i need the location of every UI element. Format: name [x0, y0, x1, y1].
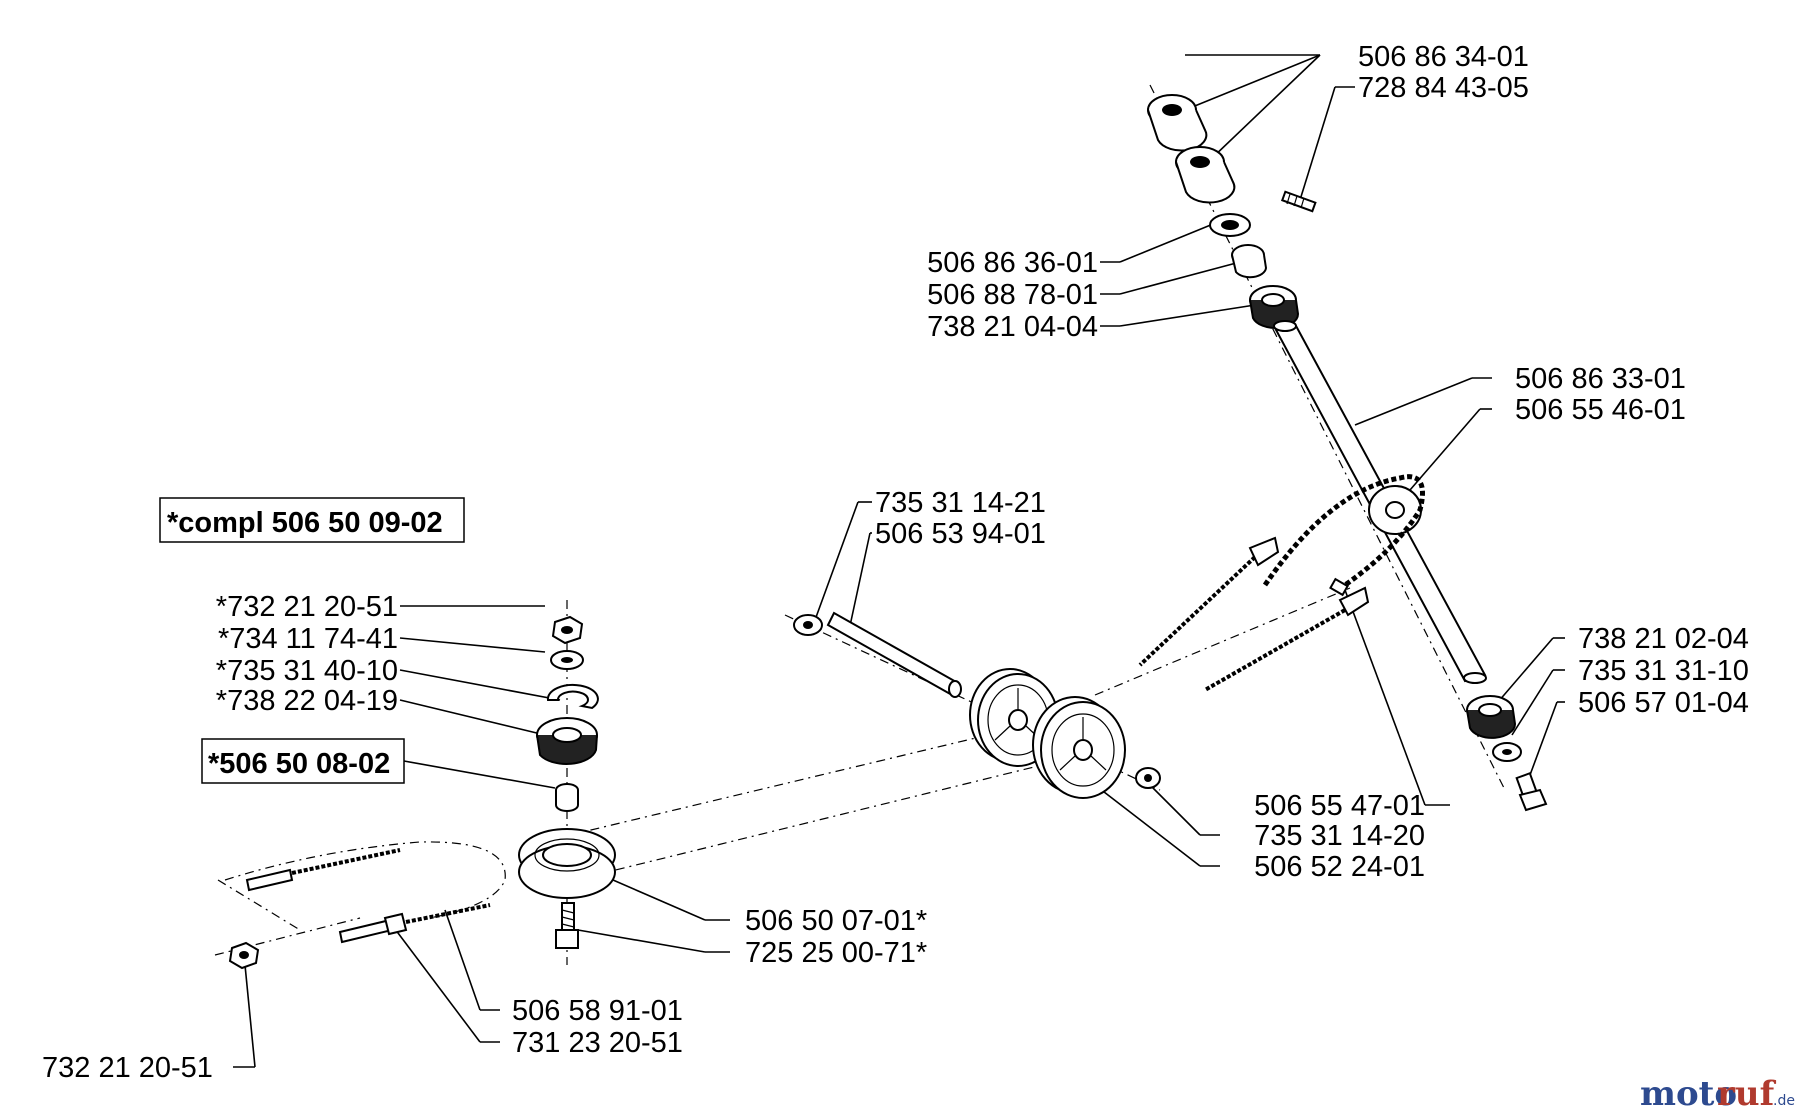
part-label: *738 22 04-19	[216, 685, 398, 717]
pulley-wheel-front	[1032, 696, 1126, 799]
part-label: 732 21 20-51	[42, 1052, 213, 1084]
bolt-left	[555, 902, 579, 949]
watermark-logo: moto ruf .de	[1640, 1074, 1795, 1114]
cable-upper	[1138, 536, 1280, 667]
part-label: 506 52 24-01	[1254, 851, 1425, 883]
complete-assembly-label: *compl 506 50 09-02	[167, 507, 443, 539]
top-collar-upper	[1147, 94, 1208, 152]
part-label: *732 21 20-51	[216, 591, 398, 623]
part-label: 506 55 46-01	[1515, 394, 1686, 426]
washer-left	[550, 650, 584, 670]
pulley-left	[518, 828, 616, 899]
watermark-suffix: .de	[1773, 1093, 1795, 1109]
kit-label: *506 50 08-02	[208, 748, 390, 780]
part-label: 735 31 31-10	[1578, 655, 1749, 687]
drive-chain	[1262, 474, 1425, 597]
part-label: 728 84 43-05	[1358, 72, 1529, 104]
cable-lower	[1204, 586, 1370, 692]
nut-top-left	[551, 615, 584, 645]
top-collar-lower	[1175, 146, 1236, 204]
part-label: 725 25 00-71*	[745, 937, 927, 969]
complete-assembly-box: *compl 506 50 09-02	[159, 497, 465, 543]
part-label: 735 31 14-20	[1254, 820, 1425, 852]
bushing-left	[555, 783, 579, 812]
part-label: 506 86 36-01	[927, 247, 1098, 279]
part-labels: 506 86 34-01 728 84 43-05 506 86 36-01 5…	[42, 41, 1749, 1084]
circlip-left	[546, 683, 599, 710]
cable-adjuster-lower	[338, 903, 491, 944]
part-label: *734 11 74-41	[218, 623, 398, 655]
bearing-lower	[1466, 695, 1517, 739]
part-label: 506 86 34-01	[1358, 41, 1529, 73]
watermark-part1: moto	[1640, 1074, 1737, 1114]
washer-top	[1209, 213, 1251, 237]
watermark-part2: ruf	[1717, 1074, 1777, 1114]
part-label: *735 31 40-10	[216, 655, 398, 687]
set-screw	[1280, 190, 1317, 213]
part-label: 506 57 01-04	[1578, 687, 1749, 719]
shaft-clip-right	[1135, 767, 1161, 789]
bearing-left	[536, 717, 598, 765]
bolt-lower	[1515, 771, 1548, 812]
leader-lines	[233, 54, 1565, 1068]
part-label: 506 86 33-01	[1515, 363, 1686, 395]
pulley-wheel-rear	[969, 668, 1059, 767]
part-label: 738 21 02-04	[1578, 623, 1749, 655]
part-label: 506 88 78-01	[927, 279, 1098, 311]
part-label: 506 58 91-01	[512, 995, 683, 1027]
part-label: 506 53 94-01	[875, 518, 1046, 550]
lock-washer-lower	[1492, 742, 1522, 762]
part-label: 506 55 47-01	[1254, 790, 1425, 822]
cable-adjuster-upper	[245, 848, 401, 892]
part-label: 731 23 20-51	[512, 1027, 683, 1059]
part-label: 735 31 14-21	[875, 487, 1046, 519]
nut-bottom-left	[228, 941, 260, 970]
kit-box: *506 50 08-02	[201, 738, 405, 784]
part-label: 738 21 04-04	[927, 311, 1098, 343]
shaft-clip-left	[793, 614, 823, 636]
part-label: 506 50 07-01*	[745, 905, 927, 937]
drive-sprocket	[1368, 485, 1422, 535]
idler-shaft	[826, 611, 962, 698]
bushing-top	[1231, 244, 1268, 279]
